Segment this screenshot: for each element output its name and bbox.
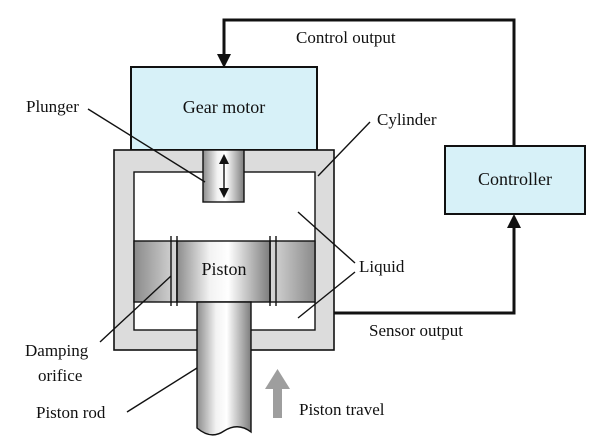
liquid-leader-upper	[297, 211, 356, 264]
damping-label: Damping	[25, 341, 89, 360]
piston	[133, 236, 316, 306]
controller-box	[444, 145, 586, 215]
control-output-line	[217, 18, 516, 146]
piston-rod-label: Piston rod	[36, 403, 106, 422]
plunger	[202, 149, 245, 203]
cylinder-leader	[317, 121, 371, 177]
plunger-leader	[87, 108, 206, 183]
piston-rod-leader	[126, 367, 198, 413]
damping-orifice-leader	[99, 275, 172, 343]
liquid-label: Liquid	[359, 257, 405, 276]
piston-rod	[196, 301, 252, 436]
orifice-label: orifice	[38, 366, 82, 385]
piston-label: Piston	[201, 259, 246, 279]
sensor-output-label: Sensor output	[369, 321, 463, 340]
control-output-label: Control output	[296, 28, 396, 47]
cylinder-label: Cylinder	[377, 110, 437, 129]
sensor-output-line	[272, 214, 521, 315]
liquid-leader-lower	[297, 271, 356, 319]
plunger-label: Plunger	[26, 97, 79, 116]
piston-travel-arrow	[265, 369, 290, 418]
gear-motor-label: Gear motor	[183, 97, 265, 117]
gear-motor-box	[130, 66, 318, 151]
controller-label: Controller	[478, 169, 552, 189]
piston-travel-label: Piston travel	[299, 400, 385, 419]
